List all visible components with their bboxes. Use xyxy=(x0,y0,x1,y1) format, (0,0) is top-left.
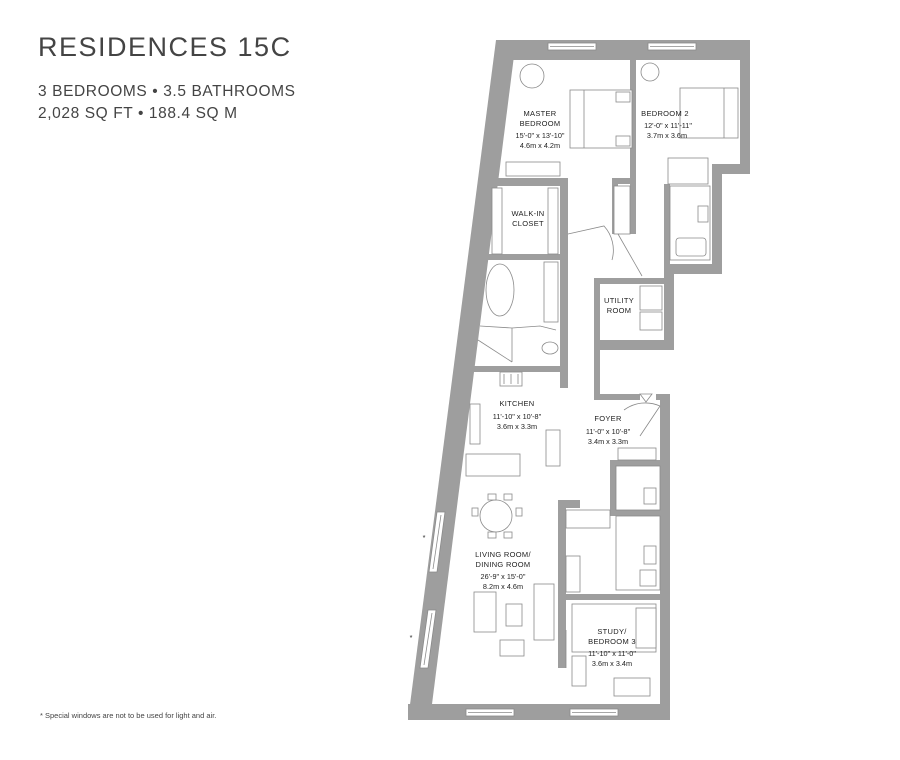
room-name: BEDROOM 3 xyxy=(588,637,636,646)
room-master-bedroom: MASTER BEDROOM 15'-0" x 13'-10" 4.6m x 4… xyxy=(516,109,565,150)
room-dimensions-metric: 3.6m x 3.3m xyxy=(497,422,537,431)
room-dimensions-metric: 4.6m x 4.2m xyxy=(520,141,560,150)
room-dimensions: 12'-0" x 11'-11" xyxy=(644,121,692,130)
doors xyxy=(565,225,661,668)
room-dimensions-metric: 3.4m x 3.3m xyxy=(588,437,628,446)
windows xyxy=(419,42,697,717)
room-living-dining: LIVING ROOM/ DINING ROOM 26'-9" x 15'-0"… xyxy=(475,550,531,591)
room-dimensions: 15'-0" x 13'-10" xyxy=(516,131,565,140)
interior-walls xyxy=(474,58,670,668)
room-name: STUDY/ xyxy=(597,627,627,636)
room-dimensions: 11'-10" x 10'-8" xyxy=(493,412,542,421)
room-name: FOYER xyxy=(594,414,622,423)
special-window-marker: * xyxy=(423,533,426,542)
room-dimensions-metric: 3.6m x 3.4m xyxy=(592,659,632,668)
special-window-marker: * xyxy=(410,633,413,642)
room-name: KITCHEN xyxy=(499,399,534,408)
room-dimensions: 11'-0" x 10'-8" xyxy=(586,427,631,436)
room-name: UTILITY xyxy=(604,296,634,305)
unit-summary: 3 BEDROOMS • 3.5 BATHROOMS 2,028 SQ FT •… xyxy=(38,81,296,125)
room-study-bedroom-3: STUDY/ BEDROOM 3 11'-10" x 11'-0" 3.6m x… xyxy=(588,627,636,668)
room-kitchen: KITCHEN 11'-10" x 10'-8" 3.6m x 3.3m xyxy=(493,399,542,431)
room-bedroom-2: BEDROOM 2 12'-0" x 11'-11" 3.7m x 3.6m xyxy=(641,109,692,140)
room-utility: UTILITY ROOM xyxy=(604,296,634,315)
bedroom-bathroom-count: 3 BEDROOMS • 3.5 BATHROOMS xyxy=(38,83,296,100)
furniture xyxy=(465,62,739,697)
room-dimensions-metric: 3.7m x 3.6m xyxy=(647,131,687,140)
room-name: WALK-IN xyxy=(511,209,544,218)
room-foyer: FOYER 11'-0" x 10'-8" 3.4m x 3.3m xyxy=(586,414,631,446)
room-name: BEDROOM xyxy=(520,119,561,128)
room-name: MASTER xyxy=(523,109,556,118)
room-dimensions: 26'-9" x 15'-0" xyxy=(481,572,526,581)
room-name: ROOM xyxy=(607,306,632,315)
room-walk-in-closet: WALK-IN CLOSET xyxy=(511,209,544,228)
room-dimensions: 11'-10" x 11'-0" xyxy=(588,649,636,658)
room-name: LIVING ROOM/ xyxy=(475,550,531,559)
residence-title: RESIDENCES 15C xyxy=(38,32,292,62)
room-name: BEDROOM 2 xyxy=(641,109,689,118)
room-name: DINING ROOM xyxy=(476,560,531,569)
plan-header: RESIDENCES 15C 3 BEDROOMS • 3.5 BATHROOM… xyxy=(38,32,296,125)
special-windows-footnote: * Special windows are not to be used for… xyxy=(40,711,217,720)
unit-area: 2,028 SQ FT • 188.4 SQ M xyxy=(38,105,238,122)
room-name: CLOSET xyxy=(512,219,544,228)
room-dimensions-metric: 8.2m x 4.6m xyxy=(483,582,523,591)
